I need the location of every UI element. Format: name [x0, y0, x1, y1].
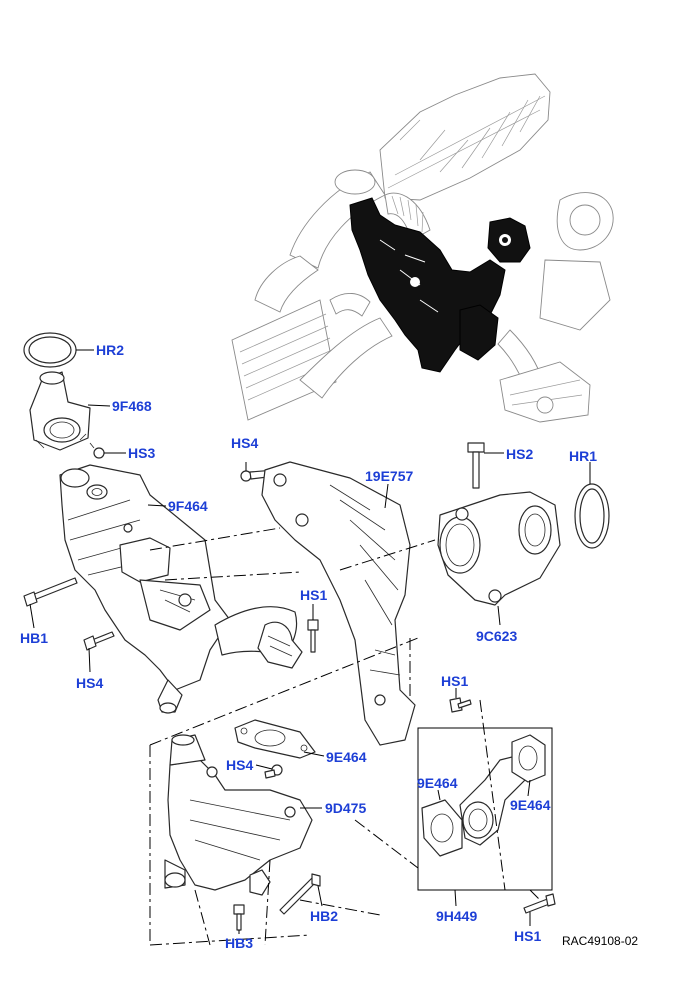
screw-hs1-mid	[307, 619, 319, 653]
callout-hs2: HS2	[506, 446, 533, 462]
callout-hr2: HR2	[96, 342, 124, 358]
callout-hs1-bottom: HS1	[514, 928, 541, 944]
screw-hs3	[89, 442, 105, 459]
bolt-hs4-left	[83, 631, 115, 651]
callout-9f464-top: 9F464	[168, 498, 208, 514]
callout-hb1: HB1	[20, 630, 48, 646]
leader-lines	[29, 349, 591, 934]
elbow-9f468	[29, 371, 91, 451]
bolt-hb2	[279, 873, 321, 915]
screw-hs4-lower	[264, 764, 283, 779]
callout-hs3: HS3	[128, 445, 155, 461]
callout-9c623: 9C623	[476, 628, 517, 644]
callout-hs4-lower: HS4	[226, 757, 253, 773]
callout-9e464-right: 9E464	[510, 797, 551, 813]
callout-9d475: 9D475	[325, 800, 366, 816]
engine-overview	[231, 73, 614, 423]
kit-9h449	[417, 727, 553, 891]
reference-code: RAC49108-02	[562, 934, 638, 948]
callout-9e464-left: 9E464	[417, 775, 458, 791]
callout-hs1-right: HS1	[441, 673, 468, 689]
screw-hs1-bottom	[523, 893, 556, 914]
housing-9c623	[437, 491, 561, 606]
o-ring-hr1	[574, 483, 610, 549]
phantom-lines	[149, 527, 541, 946]
callout-9h449: 9H449	[436, 908, 477, 924]
bolt-hb3	[233, 904, 245, 931]
callout-hb3: HB3	[225, 935, 253, 951]
screw-hs1-right	[449, 697, 472, 713]
callout-hb2: HB2	[310, 908, 338, 924]
callout-19e757: 19E757	[365, 468, 413, 484]
callout-9f468: 9F468	[112, 398, 152, 414]
bolt-hb1	[23, 577, 78, 607]
callout-hs4-left: HS4	[76, 675, 103, 691]
callout-hs4-upper: HS4	[231, 435, 258, 451]
egr-cooler-9f464	[59, 464, 303, 714]
callout-9e464-gasket: 9E464	[326, 749, 367, 765]
valve-9d475	[164, 734, 313, 896]
callout-hs1-mid: HS1	[300, 587, 327, 603]
screw-hs2	[467, 442, 485, 489]
pipe-19e757	[261, 461, 416, 746]
o-ring-hr2	[23, 332, 77, 368]
callout-hr1: HR1	[569, 448, 597, 464]
callout-labels: HR2 9F468 HS3 9F464 HB1 HS4 HS4 19E757 H…	[20, 342, 638, 951]
gasket-9e464-centre	[234, 719, 316, 759]
